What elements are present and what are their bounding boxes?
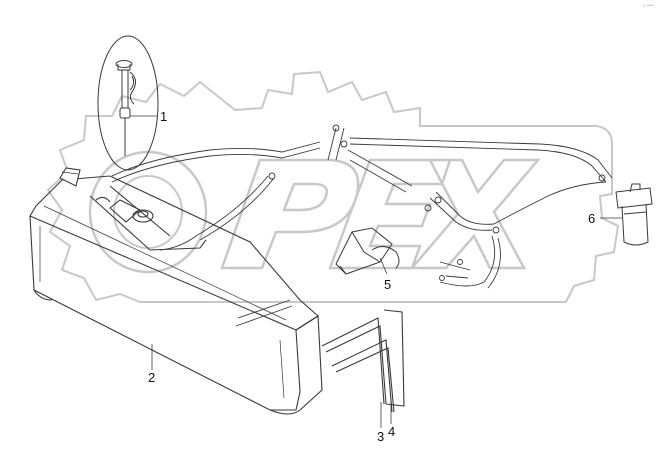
callout-6: 6 (588, 211, 595, 226)
callout-4: 4 (388, 424, 395, 439)
callout-2: 2 (148, 370, 155, 385)
fuel-tank (29, 167, 323, 415)
watermark-letter-x (409, 158, 541, 270)
callout-3: 3 (377, 429, 384, 444)
callout-1: 1 (160, 109, 167, 124)
leader-5 (379, 257, 388, 275)
corner-mark: ᵖ ⁼ᵃᵃ (643, 4, 653, 10)
fuel-lines (111, 124, 613, 289)
leader-lines (130, 115, 622, 428)
tank-straps (321, 309, 405, 413)
watermark-letter-p (220, 158, 360, 270)
mounting-bracket (335, 227, 400, 275)
fuel-level-sender (97, 35, 159, 171)
fuel-filter (615, 183, 653, 246)
callout-5: 5 (384, 277, 391, 292)
